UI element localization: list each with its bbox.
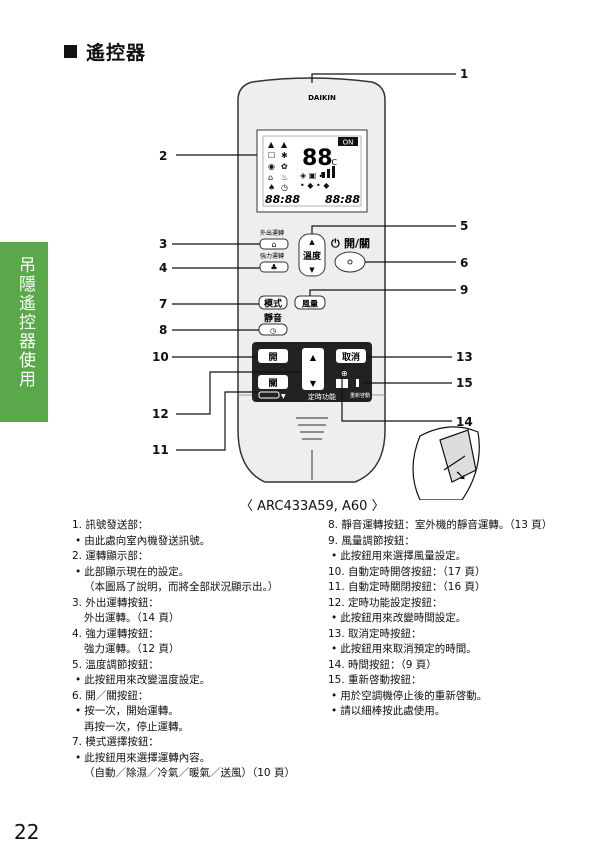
svg-text:✿: ✿ [281, 162, 288, 171]
svg-text:▼: ▼ [310, 379, 317, 388]
on-badge: ON [343, 139, 354, 147]
timer-right: 88:88 [325, 193, 360, 206]
side-tab: 吊隱遙控器使用 [0, 242, 48, 422]
callout-9: 9 [460, 283, 469, 297]
svg-text:◷: ◷ [281, 183, 288, 192]
svg-text:▲: ▲ [309, 238, 315, 246]
callout-6: 6 [460, 256, 469, 270]
desc-item: 14. 時間按鈕：（9 頁） [328, 658, 437, 671]
side-tab-label: 吊隱遙控器使用 [15, 256, 35, 389]
outdoor-label: 外出運轉 [260, 229, 284, 237]
svg-text:▲: ▲ [310, 353, 317, 362]
model-number: 〈 ARC433A59, A60 〉 [240, 499, 385, 514]
desc-right: 8. 靜音運轉按鈕：室外機的靜音運轉。（13 頁） 9. 風量調節按鈕：此按鈕用… [328, 518, 593, 720]
svg-text:♣: ♣ [270, 263, 277, 272]
desc-left: 1. 訊號發送部：由此處向室內機發送訊號。 2. 運轉顯示部：此部顯示現在的設定… [72, 518, 332, 782]
callout-1: 1 [460, 67, 469, 81]
svg-text:▼: ▼ [281, 393, 286, 400]
callout-12: 12 [152, 407, 169, 421]
svg-text:⌂: ⌂ [268, 173, 273, 182]
desc-item: 7. 模式選擇按鈕：此按鈕用來選擇運轉內容。（自動／除濕／冷氣／暖氣／送風）（1… [72, 735, 332, 782]
desc-item: 8. 靜音運轉按鈕：室外機的靜音運轉。（13 頁） [328, 519, 553, 531]
powerful-label: 強力運轉 [260, 252, 284, 260]
off-timer-label: 關 [268, 378, 277, 389]
quiet-label: 靜音 [264, 312, 282, 324]
svg-text:✱: ✱ [281, 151, 288, 160]
callout-7: 7 [159, 297, 168, 311]
callout-15: 15 [456, 376, 473, 390]
svg-text:◷: ◷ [270, 327, 277, 335]
desc-item: 10. 自動定時開啓按鈕：（17 頁） [328, 565, 486, 578]
desc-item: 6. 開／關按鈕：按一次，開始運轉。再按一次，停止運轉。 [72, 689, 332, 736]
svg-text:☐: ☐ [268, 151, 275, 160]
restart-label: 重新啓動 [350, 392, 370, 399]
callout-11: 11 [152, 443, 169, 457]
cancel-label: 取消 [342, 351, 360, 363]
desc-item: 5. 溫度調節按鈕：此按鈕用來改變溫度設定。 [72, 658, 332, 689]
desc-item: 4. 強力運轉按鈕：強力運轉。（12 頁） [72, 627, 180, 656]
mode-label: 模式 [264, 298, 282, 310]
on-timer-label: 開 [268, 352, 277, 363]
desc-item: 13. 取消定時按鈕：此按鈕用來取消預定的時間。 [328, 627, 593, 658]
callout-10: 10 [152, 350, 169, 364]
page-title-text: 遙控器 [86, 42, 147, 64]
square-bullet-icon [64, 45, 77, 58]
svg-text:⌂: ⌂ [271, 240, 276, 249]
temp-digits: 88 [302, 146, 333, 171]
svg-text:▲: ▲ [281, 140, 288, 149]
page-title: 遙控器 [64, 38, 146, 65]
svg-text:◉: ◉ [268, 162, 275, 171]
timer-func-label: 定時功能 [308, 392, 336, 401]
svg-text:♠: ♠ [268, 183, 275, 192]
desc-item: 11. 自動定時關閉按鈕：（16 頁） [328, 581, 486, 593]
brand-logo: DAIKIN [308, 94, 336, 102]
callout-13: 13 [456, 350, 473, 364]
callout-5: 5 [460, 219, 469, 233]
temp-label: 溫度 [303, 250, 322, 262]
svg-text:♨: ♨ [281, 173, 288, 182]
timer-left: 88:88 [265, 193, 300, 206]
svg-text:⏻: ⏻ [331, 237, 340, 250]
celsius-unit: ℃ [328, 158, 337, 167]
remote-illustration: DAIKIN ON 88 ℃ ▲ ▲ ☐ ✱ ◉ ✿ ⌂ ♨ ♠ ◷ ◈ ▣ ♣ • ◆ … [172, 73, 480, 500]
svg-text:▲: ▲ [268, 140, 275, 149]
callout-2: 2 [159, 149, 168, 163]
svg-text:⊕: ⊕ [341, 369, 348, 378]
desc-item: 1. 訊號發送部：由此處向室內機發送訊號。 [72, 518, 332, 549]
svg-text:◈ ▣ ♣: ◈ ▣ ♣ [300, 171, 326, 180]
svg-text:• ◆ • ◆: • ◆ • ◆ [300, 181, 330, 190]
page-number: 22 [14, 820, 40, 844]
fan-label: 風量 [302, 299, 318, 309]
callout-3: 3 [159, 237, 168, 251]
desc-item: 9. 風量調節按鈕：此按鈕用來選擇風量設定。 [328, 534, 593, 565]
onoff-label: 開/關 [344, 237, 370, 250]
callout-4: 4 [159, 261, 168, 275]
svg-text:▼: ▼ [309, 266, 315, 274]
callout-8: 8 [159, 323, 168, 337]
desc-item: 2. 運轉顯示部：此部顯示現在的設定。（本圖爲了說明，而將全部狀況顯示出。） [72, 549, 332, 596]
callout-14: 14 [456, 415, 473, 429]
desc-item: 3. 外出運轉按鈕：外出運轉。（14 頁） [72, 596, 180, 625]
desc-item: 15. 重新啓動按鈕：用於空調機停止後的重新啓動。請以細棒按此處使用。 [328, 673, 593, 720]
desc-item: 12. 定時功能設定按鈕：此按鈕用來改變時間設定。 [328, 596, 593, 627]
svg-text:➘: ➘ [455, 468, 467, 484]
